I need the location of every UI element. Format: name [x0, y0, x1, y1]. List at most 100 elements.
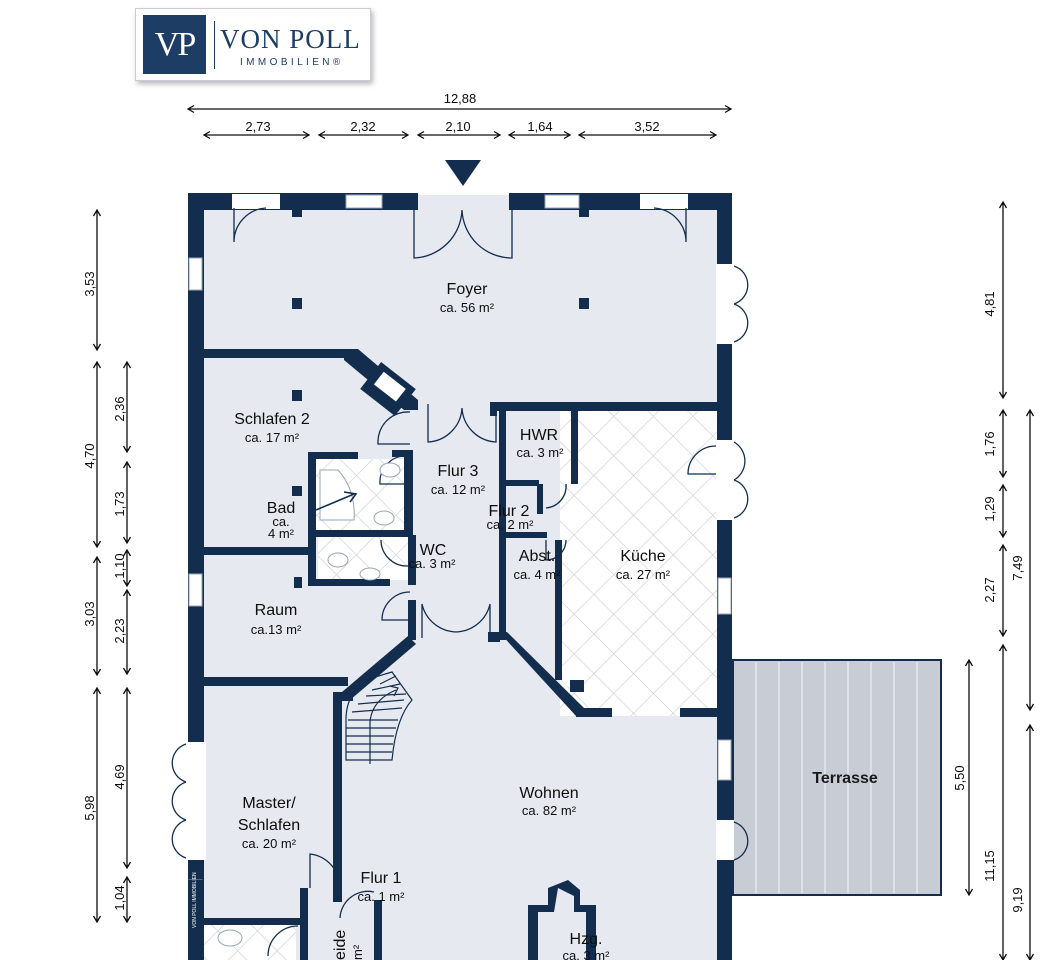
door-opening [232, 194, 280, 209]
dimension-line [122, 588, 132, 676]
lower-bath-basin [217, 929, 243, 947]
room-area-bad: 4 m² [268, 526, 295, 541]
door-opening-left [186, 742, 206, 860]
room-name-flur1: Flur 1 [361, 870, 402, 887]
stair-outline [345, 671, 413, 761]
door-swing-raum [381, 591, 411, 621]
wall-stair-left [333, 692, 342, 902]
terrace-deck [732, 659, 942, 896]
wall-flur1-right [374, 900, 382, 960]
stair-arrow [369, 685, 399, 764]
dimension-line [998, 200, 1008, 400]
wall-schlafen2-bottom [188, 547, 316, 555]
room-name-ankleide: eide [332, 930, 349, 960]
door-swing-schlafen2 [377, 411, 411, 445]
dim-left-inner: 1,10 [112, 553, 127, 578]
window [544, 194, 580, 209]
room-name-schlafen2: Schlafen 2 [234, 411, 310, 428]
wall-bad-frame-top-right [392, 450, 412, 457]
door-swing-flur1 [309, 853, 341, 889]
dimension-line [507, 130, 572, 140]
room-area-kueche: ca. 27 m² [616, 567, 671, 582]
fixtures [217, 462, 401, 947]
wall-bad-frame-top [308, 452, 358, 459]
dimension-line [998, 483, 1008, 539]
dimension-line [1025, 723, 1035, 960]
door-opening-right [716, 264, 734, 344]
door-swing-abst [545, 539, 567, 561]
column [294, 577, 302, 588]
dimension-line [122, 686, 132, 870]
wall-raum-bottom [188, 677, 348, 686]
dim-right-inner: 4,81 [982, 291, 997, 316]
dimension-line [317, 130, 410, 140]
window [717, 577, 732, 615]
wall-bad-wc-divider [308, 530, 412, 537]
logo-subtitle: IMMOBILIEN® [240, 57, 344, 68]
von-poll-logo: VP VON POLL IMMOBILIEN® [135, 8, 371, 81]
room-area-flur3: ca. 12 m² [431, 482, 486, 497]
window [188, 257, 203, 291]
door-swing-right-3 [733, 821, 749, 861]
room-area-hzg: ca. 3 m² [563, 948, 611, 960]
wall-raum-right-lower [408, 600, 416, 640]
fireplace-opening [373, 371, 406, 402]
wall-raum-right-upper [408, 535, 416, 585]
wall-stair-corner [333, 692, 353, 701]
wall-lower-bath-top [204, 918, 304, 925]
dim-left-outer: 4,70 [82, 443, 97, 468]
door-swing-entrance [413, 208, 513, 259]
room-name-kueche: Küche [620, 548, 665, 565]
door-opening-right [716, 440, 734, 520]
room-name-hwr: HWR [520, 427, 558, 444]
dimension-line [202, 130, 311, 140]
door-swing-foyer-left [233, 207, 267, 243]
room-area-ankleide: m² [350, 944, 365, 960]
logo-name: VON POLL [220, 24, 361, 54]
column [292, 207, 302, 217]
dimension-line [122, 548, 132, 588]
room-area-hwr: ca. 3 m² [517, 445, 565, 460]
logo-mark: VP [143, 15, 206, 74]
watermark-box [188, 880, 204, 932]
door-swing-wc [380, 539, 409, 567]
logo-divider [214, 21, 215, 69]
dimension-line [186, 104, 733, 114]
dimension-line [92, 208, 102, 352]
toilet [373, 510, 395, 526]
dimension-line [122, 360, 132, 454]
dim-left-inner: 4,69 [112, 764, 127, 789]
dim-left-inner: 1,73 [112, 491, 127, 516]
room-area-master: ca. 20 m² [242, 836, 297, 851]
terrace [732, 659, 942, 896]
door-swing-left-1 [171, 743, 187, 859]
column [292, 390, 302, 401]
room-name-abst: Abst. [519, 548, 555, 565]
dim-left-outer: 3,53 [82, 271, 97, 296]
wall-flur3-door-jamb [490, 402, 497, 416]
room-area-flur2: ca. 2 m² [487, 517, 535, 532]
dim-top-segment: 2,10 [445, 119, 470, 134]
dimension-line [416, 130, 502, 140]
dim-right-inner: 1,76 [982, 431, 997, 456]
wall-wc-bottom [308, 579, 390, 586]
wall-flur3-top [490, 402, 718, 411]
room-name-foyer: Foyer [447, 281, 489, 298]
wall-top-left [188, 193, 418, 210]
room-name-flur3: Flur 3 [438, 463, 479, 480]
dimension-line [998, 543, 1008, 638]
wall-schlafen2-top [188, 349, 348, 358]
wall-kueche-bottom-right [680, 708, 720, 717]
wall-abst-diagonal [499, 632, 584, 716]
door-swing-lower-bath [267, 925, 299, 957]
room-name-master: Schlafen [238, 817, 300, 834]
column [292, 486, 302, 496]
wall-hzg [528, 880, 596, 960]
wall-hwr-right [571, 402, 578, 484]
room-area-foyer: ca. 56 m² [440, 300, 495, 315]
room-name-flur2: Flur 2 [489, 503, 530, 520]
wall-abst-top [499, 532, 547, 538]
room-name-master: Master/ [242, 795, 296, 812]
wall-flur3-door-jamb-2 [488, 632, 500, 642]
dim-right-inner: 11,15 [982, 850, 997, 882]
